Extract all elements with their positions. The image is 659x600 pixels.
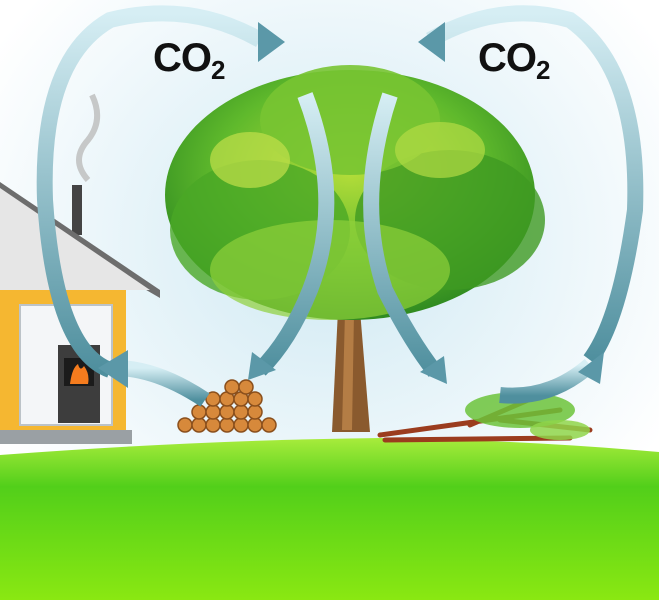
fallen-branches-icon — [377, 392, 593, 443]
smoke — [76, 93, 101, 183]
chimney — [72, 185, 82, 235]
arrowheads — [98, 22, 604, 388]
co2-text: CO — [478, 36, 537, 80]
co2-subscript: 2 — [536, 55, 551, 85]
woodpile-icon — [177, 379, 277, 433]
co2-subscript: 2 — [211, 55, 226, 85]
stove-fire-icon — [70, 364, 89, 384]
tree-icon — [165, 65, 545, 432]
right-co2-label: CO2 — [478, 36, 551, 86]
co2-text: CO — [153, 36, 212, 80]
ground — [0, 438, 659, 600]
left-co2-label: CO2 — [153, 36, 226, 86]
